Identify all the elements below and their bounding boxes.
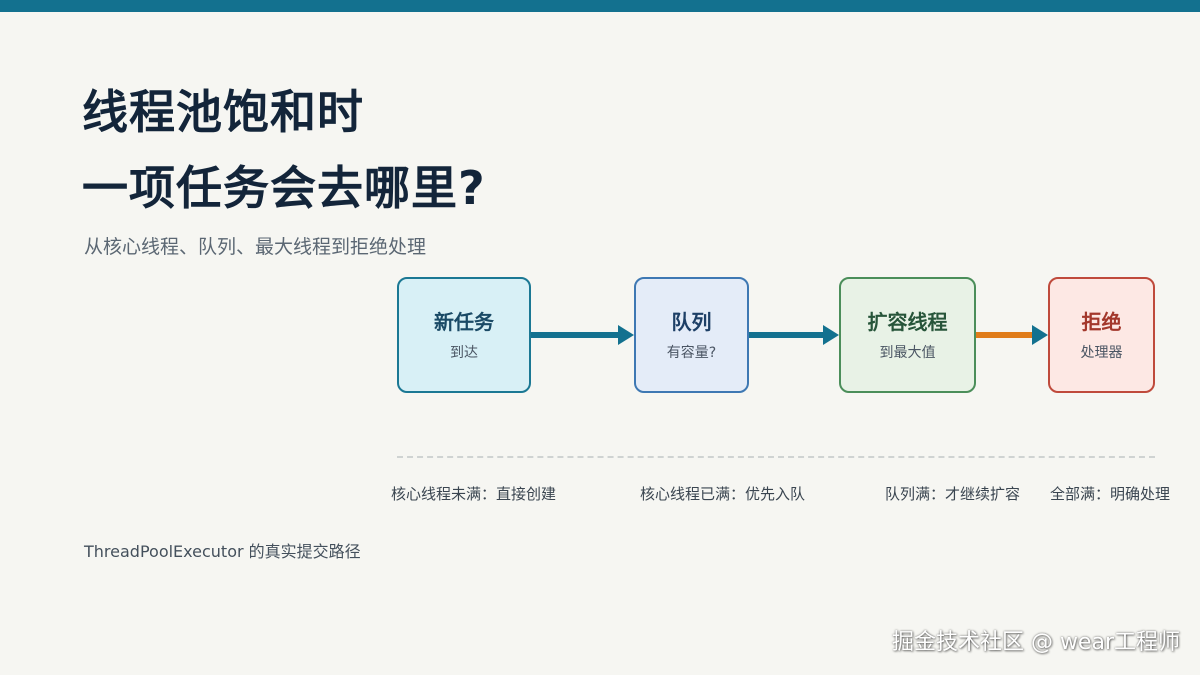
caption: ThreadPoolExecutor 的真实提交路径 <box>84 542 361 561</box>
arrow-expand-to-reject <box>976 325 1048 345</box>
step-expand-threads-sub: 到最大值 <box>879 345 936 361</box>
top-accent-bar <box>0 0 1200 12</box>
note-core-not-full: 核心线程未满：直接创建 <box>391 485 557 503</box>
page-subtitle: 从核心线程、队列、最大线程到拒绝处理 <box>84 236 427 258</box>
title-line-2: 一项任务会去哪里? <box>82 161 486 215</box>
title-line-1: 线程池饱和时 <box>82 85 364 139</box>
step-new-task-title: 新任务 <box>434 310 494 334</box>
note-queue-full: 队列满：才继续扩容 <box>885 485 1021 503</box>
step-expand-threads-box: 扩容线程 到最大值 <box>839 277 976 393</box>
step-queue-sub: 有容量? <box>666 345 717 361</box>
step-new-task-box: 新任务 到达 <box>397 277 531 393</box>
note-core-full: 核心线程已满：优先入队 <box>640 485 806 503</box>
step-reject-sub: 处理器 <box>1080 345 1123 361</box>
arrow-queue-to-expand <box>749 325 839 345</box>
page-title: 线程池饱和时 一项任务会去哪里? <box>82 74 486 226</box>
dashed-divider <box>397 456 1155 458</box>
step-reject-box: 拒绝 处理器 <box>1048 277 1155 393</box>
step-new-task-sub: 到达 <box>450 345 478 361</box>
step-queue-title: 队列 <box>671 310 712 334</box>
step-expand-threads-title: 扩容线程 <box>867 310 948 334</box>
watermark: 掘金技术社区 @ wear工程师 <box>891 630 1180 655</box>
note-all-full: 全部满：明确处理 <box>1050 485 1171 503</box>
step-reject-title: 拒绝 <box>1081 310 1122 334</box>
step-queue-box: 队列 有容量? <box>634 277 749 393</box>
arrow-new-task-to-queue <box>531 325 634 345</box>
